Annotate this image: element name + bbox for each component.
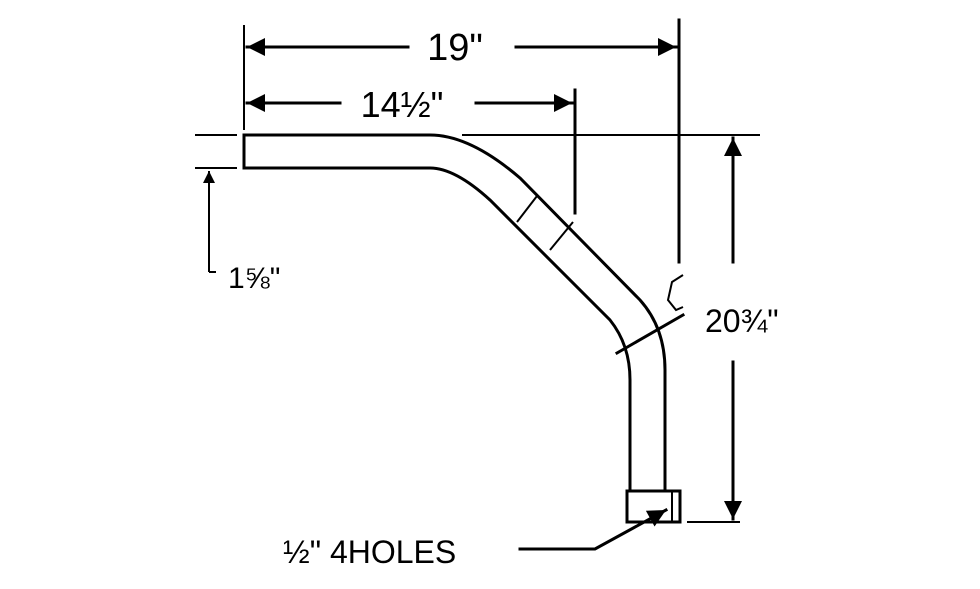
tube-diameter-label: 1⅝" [228,262,280,295]
dimension-overall-width: 19" [245,27,678,69]
dimension-straight-length: 14½" [245,84,574,125]
extension-lines [195,18,760,523]
holes-callout-label: ½" 4HOLES [283,534,456,570]
dimension-overall-height: 20¾" [705,136,779,521]
overall-height-label: 20¾" [705,303,779,339]
tube-section-marks [516,195,686,356]
dimension-tube-diameter: 1⅝" [203,171,280,295]
straight-length-label: 14½" [361,84,444,125]
overall-width-label: 19" [427,27,483,69]
tube-outline [242,133,667,492]
holes-callout: ½" 4HOLES [283,507,669,570]
